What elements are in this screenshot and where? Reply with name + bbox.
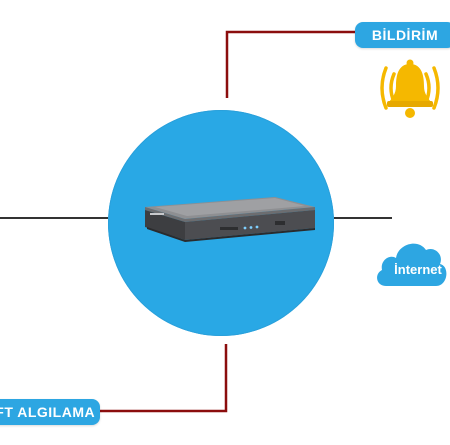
- connector-top: [225, 30, 356, 98]
- notification-label: BİLDİRİM: [355, 22, 450, 48]
- bell-icon: [380, 59, 440, 118]
- dvr-recorder-icon: [145, 197, 315, 242]
- detection-label: İFT ALGILAMA: [0, 399, 100, 425]
- cloud-icon: [377, 243, 447, 286]
- connector-bottom: [100, 344, 228, 413]
- internet-label: İnternet: [394, 262, 442, 277]
